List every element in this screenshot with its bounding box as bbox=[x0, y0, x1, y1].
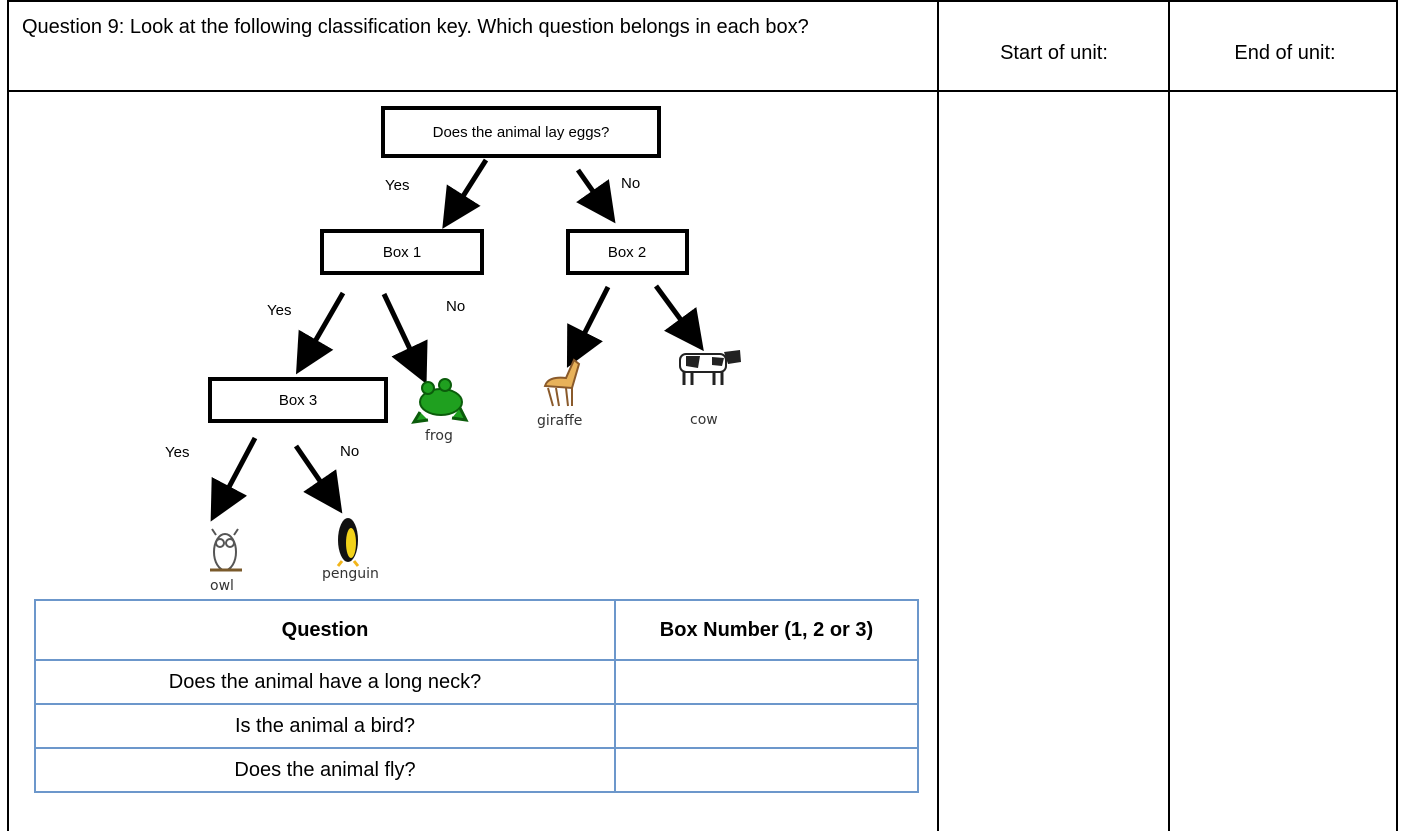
column-divider-end bbox=[1168, 0, 1170, 831]
giraffe-icon bbox=[543, 358, 581, 407]
box-number-answer-cell[interactable] bbox=[614, 703, 919, 749]
box-2-label: Box 2 bbox=[608, 244, 646, 261]
root-yes-label: Yes bbox=[385, 177, 409, 194]
box-3-label: Box 3 bbox=[279, 392, 317, 409]
box-1-node: Box 1 bbox=[320, 229, 484, 275]
box-3-node: Box 3 bbox=[208, 377, 388, 423]
box3-yes-label: Yes bbox=[165, 444, 189, 461]
penguin-icon bbox=[336, 518, 360, 567]
frog-icon bbox=[411, 378, 469, 424]
end-of-unit-heading: End of unit: bbox=[1234, 42, 1336, 64]
box-2-node: Box 2 bbox=[566, 229, 689, 275]
question-column-header: Question bbox=[34, 599, 616, 661]
table-row: Is the animal a bird? bbox=[34, 703, 919, 749]
header-divider bbox=[7, 90, 1398, 92]
table-row: Does the animal fly? bbox=[34, 747, 919, 793]
arrow-box2-cow bbox=[653, 284, 704, 352]
root-question-text: Does the animal lay eggs? bbox=[433, 124, 610, 141]
arrow-box3-yes bbox=[210, 436, 258, 522]
box-number-answer-cell[interactable] bbox=[614, 747, 919, 793]
box1-no-label: No bbox=[446, 298, 465, 315]
arrow-root-no bbox=[575, 168, 616, 224]
owl-label: owl bbox=[210, 578, 234, 594]
arrow-box1-yes bbox=[295, 291, 346, 375]
column-divider-start bbox=[937, 0, 939, 831]
answer-table-header-row: Question Box Number (1, 2 or 3) bbox=[34, 599, 919, 661]
question-cell: Does the animal have a long neck? bbox=[34, 659, 616, 705]
arrow-box3-no bbox=[293, 444, 343, 514]
cow-icon bbox=[679, 350, 741, 385]
cow-label: cow bbox=[690, 412, 718, 428]
box3-no-label: No bbox=[340, 443, 359, 460]
answer-table: Question Box Number (1, 2 or 3) Does the… bbox=[34, 599, 919, 793]
arrow-box2-giraffe bbox=[566, 285, 611, 368]
root-no-label: No bbox=[621, 175, 640, 192]
worksheet-frame bbox=[7, 0, 1398, 831]
start-of-unit-heading: Start of unit: bbox=[1000, 42, 1108, 64]
box-1-label: Box 1 bbox=[383, 244, 421, 261]
arrow-root-yes bbox=[442, 158, 489, 229]
question-cell: Does the animal fly? bbox=[34, 747, 616, 793]
question-cell: Is the animal a bird? bbox=[34, 703, 616, 749]
classification-key-diagram: Does the animal lay eggs? Box 1 Box 2 Bo… bbox=[165, 106, 741, 594]
owl-icon bbox=[210, 528, 242, 572]
box1-yes-label: Yes bbox=[267, 302, 291, 319]
box-number-column-header: Box Number (1, 2 or 3) bbox=[614, 599, 919, 661]
root-question-node: Does the animal lay eggs? bbox=[381, 106, 661, 158]
frog-label: frog bbox=[425, 428, 453, 444]
giraffe-label: giraffe bbox=[537, 413, 582, 429]
table-row: Does the animal have a long neck? bbox=[34, 659, 919, 705]
question-prompt: Question 9: Look at the following classi… bbox=[22, 16, 809, 38]
penguin-label: penguin bbox=[322, 566, 379, 582]
arrow-box1-no bbox=[381, 292, 428, 385]
box-number-answer-cell[interactable] bbox=[614, 659, 919, 705]
